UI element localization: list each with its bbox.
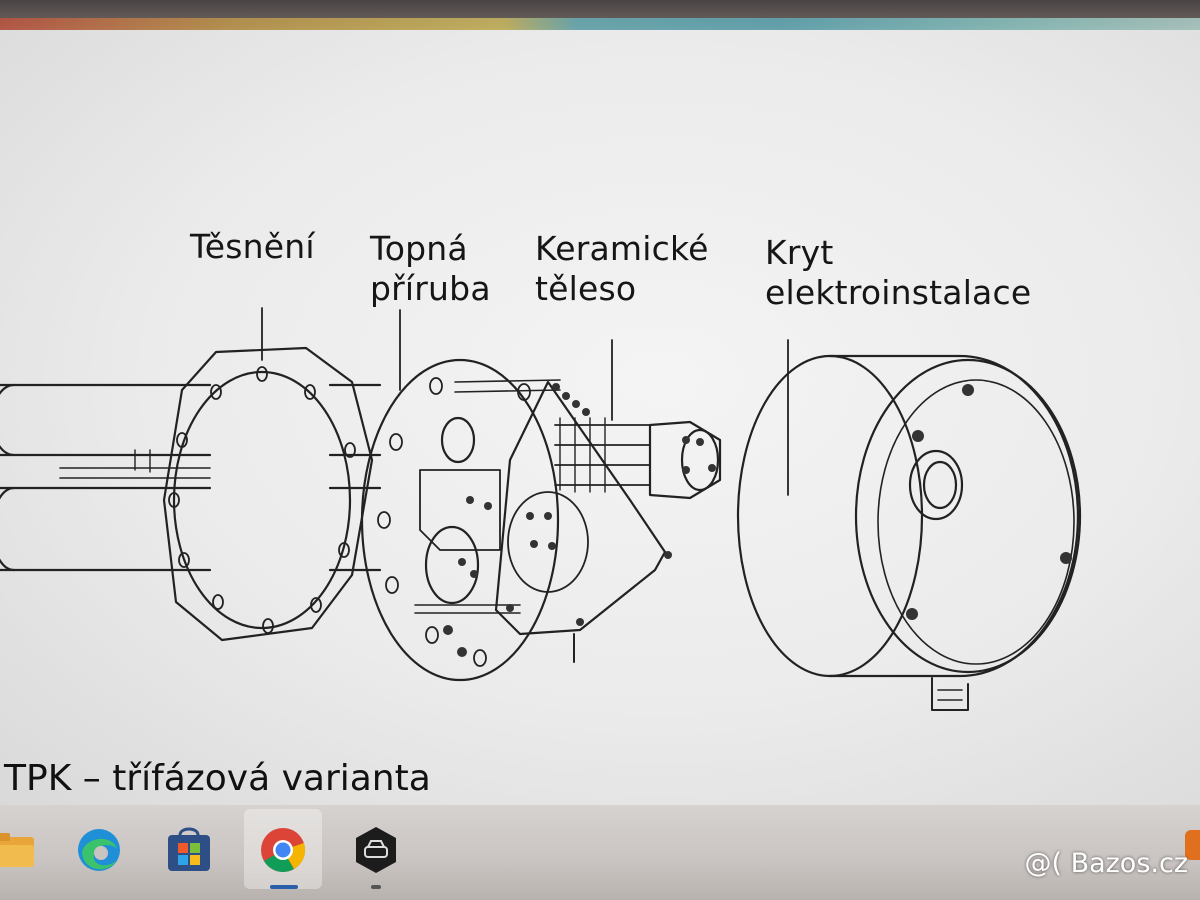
label-heating-flange-line1: Topná — [370, 229, 468, 268]
store-icon[interactable] — [162, 823, 216, 877]
heating-flange — [360, 309, 561, 682]
window-accent-stripe — [0, 18, 1200, 30]
label-ceramic-body-line2: těleso — [535, 269, 637, 308]
watermark: @( Bazos.cz — [1024, 848, 1188, 879]
label-ceramic-body-line1: Keramické — [535, 229, 709, 268]
electrical-cover — [736, 339, 1082, 711]
notification-badge — [1185, 830, 1200, 860]
heating-tubes — [0, 383, 382, 572]
taskbar — [0, 805, 1200, 900]
diagram-caption: TPK – třífázová varianta — [4, 758, 431, 799]
label-electrical-cover-line1: Kryt — [765, 233, 834, 272]
label-gasket: Těsnění — [190, 227, 315, 266]
edge-icon[interactable] — [72, 823, 126, 877]
monitor-screen: Těsnění Topná příruba Keramické těleso K… — [0, 30, 1200, 805]
exploded-heater-diagram — [0, 307, 1082, 711]
car-app-icon[interactable] — [349, 823, 403, 877]
label-heating-flange-line2: příruba — [370, 269, 491, 308]
active-app-indicator — [270, 885, 298, 889]
chrome-icon[interactable] — [256, 823, 310, 877]
running-app-indicator — [371, 885, 381, 889]
ceramic-body — [494, 339, 722, 663]
gasket-ring — [162, 307, 374, 642]
folder-icon[interactable] — [0, 823, 40, 877]
label-electrical-cover-line2: elektroinstalace — [765, 273, 1032, 312]
